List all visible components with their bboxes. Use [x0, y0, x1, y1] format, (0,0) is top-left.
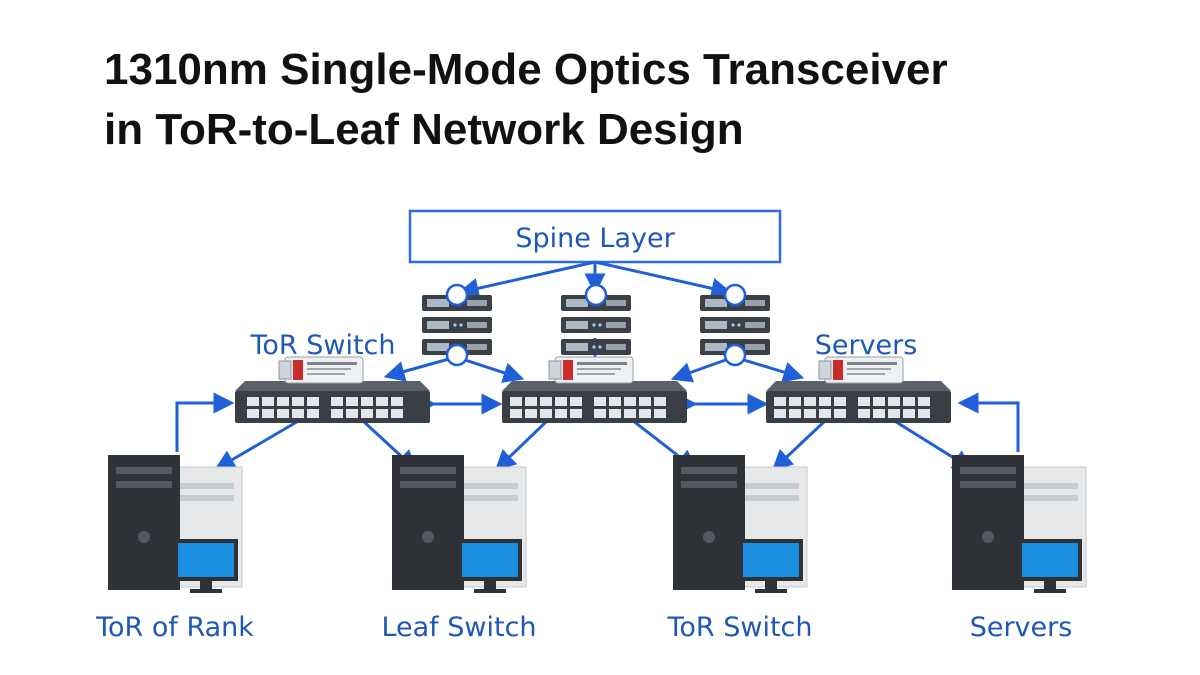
monitor-icon — [458, 539, 522, 593]
network-switch-icon — [766, 381, 951, 423]
network-switch-icon — [502, 381, 687, 423]
page-title: 1310nm Single-Mode Optics Transceiver in… — [104, 40, 948, 160]
bottom-label-1: ToR of Rank — [95, 612, 254, 643]
upper-label-right: Servers — [815, 330, 918, 361]
spine-layer-label: Spine Layer — [515, 223, 675, 254]
title-line-2: in ToR-to-Leaf Network Design — [104, 105, 744, 154]
workstation-icon — [108, 455, 243, 593]
monitor-icon — [1018, 539, 1082, 593]
workstation-icon — [673, 455, 808, 593]
sfp-transceiver-icon — [818, 356, 904, 384]
spine-server-stack-icon — [561, 283, 631, 355]
sfp-transceiver-icon — [278, 356, 364, 384]
spine-server-stack-icon — [700, 283, 770, 367]
bottom-label-4: Servers — [970, 612, 1073, 643]
network-switch-icon — [235, 381, 430, 423]
workstation-icon — [392, 455, 527, 593]
upper-label-left: ToR Switch — [249, 330, 395, 361]
spine-layer-box: Spine Layer — [408, 209, 782, 264]
spine-server-stack-icon — [422, 283, 492, 367]
bottom-label-3: ToR Switch — [666, 612, 812, 643]
monitor-icon — [739, 539, 803, 593]
monitor-icon — [174, 539, 238, 593]
workstation-icon — [952, 455, 1087, 593]
sfp-transceiver-icon — [548, 356, 634, 384]
title-line-1: 1310nm Single-Mode Optics Transceiver — [104, 45, 948, 94]
bottom-label-2: Leaf Switch — [381, 612, 536, 643]
